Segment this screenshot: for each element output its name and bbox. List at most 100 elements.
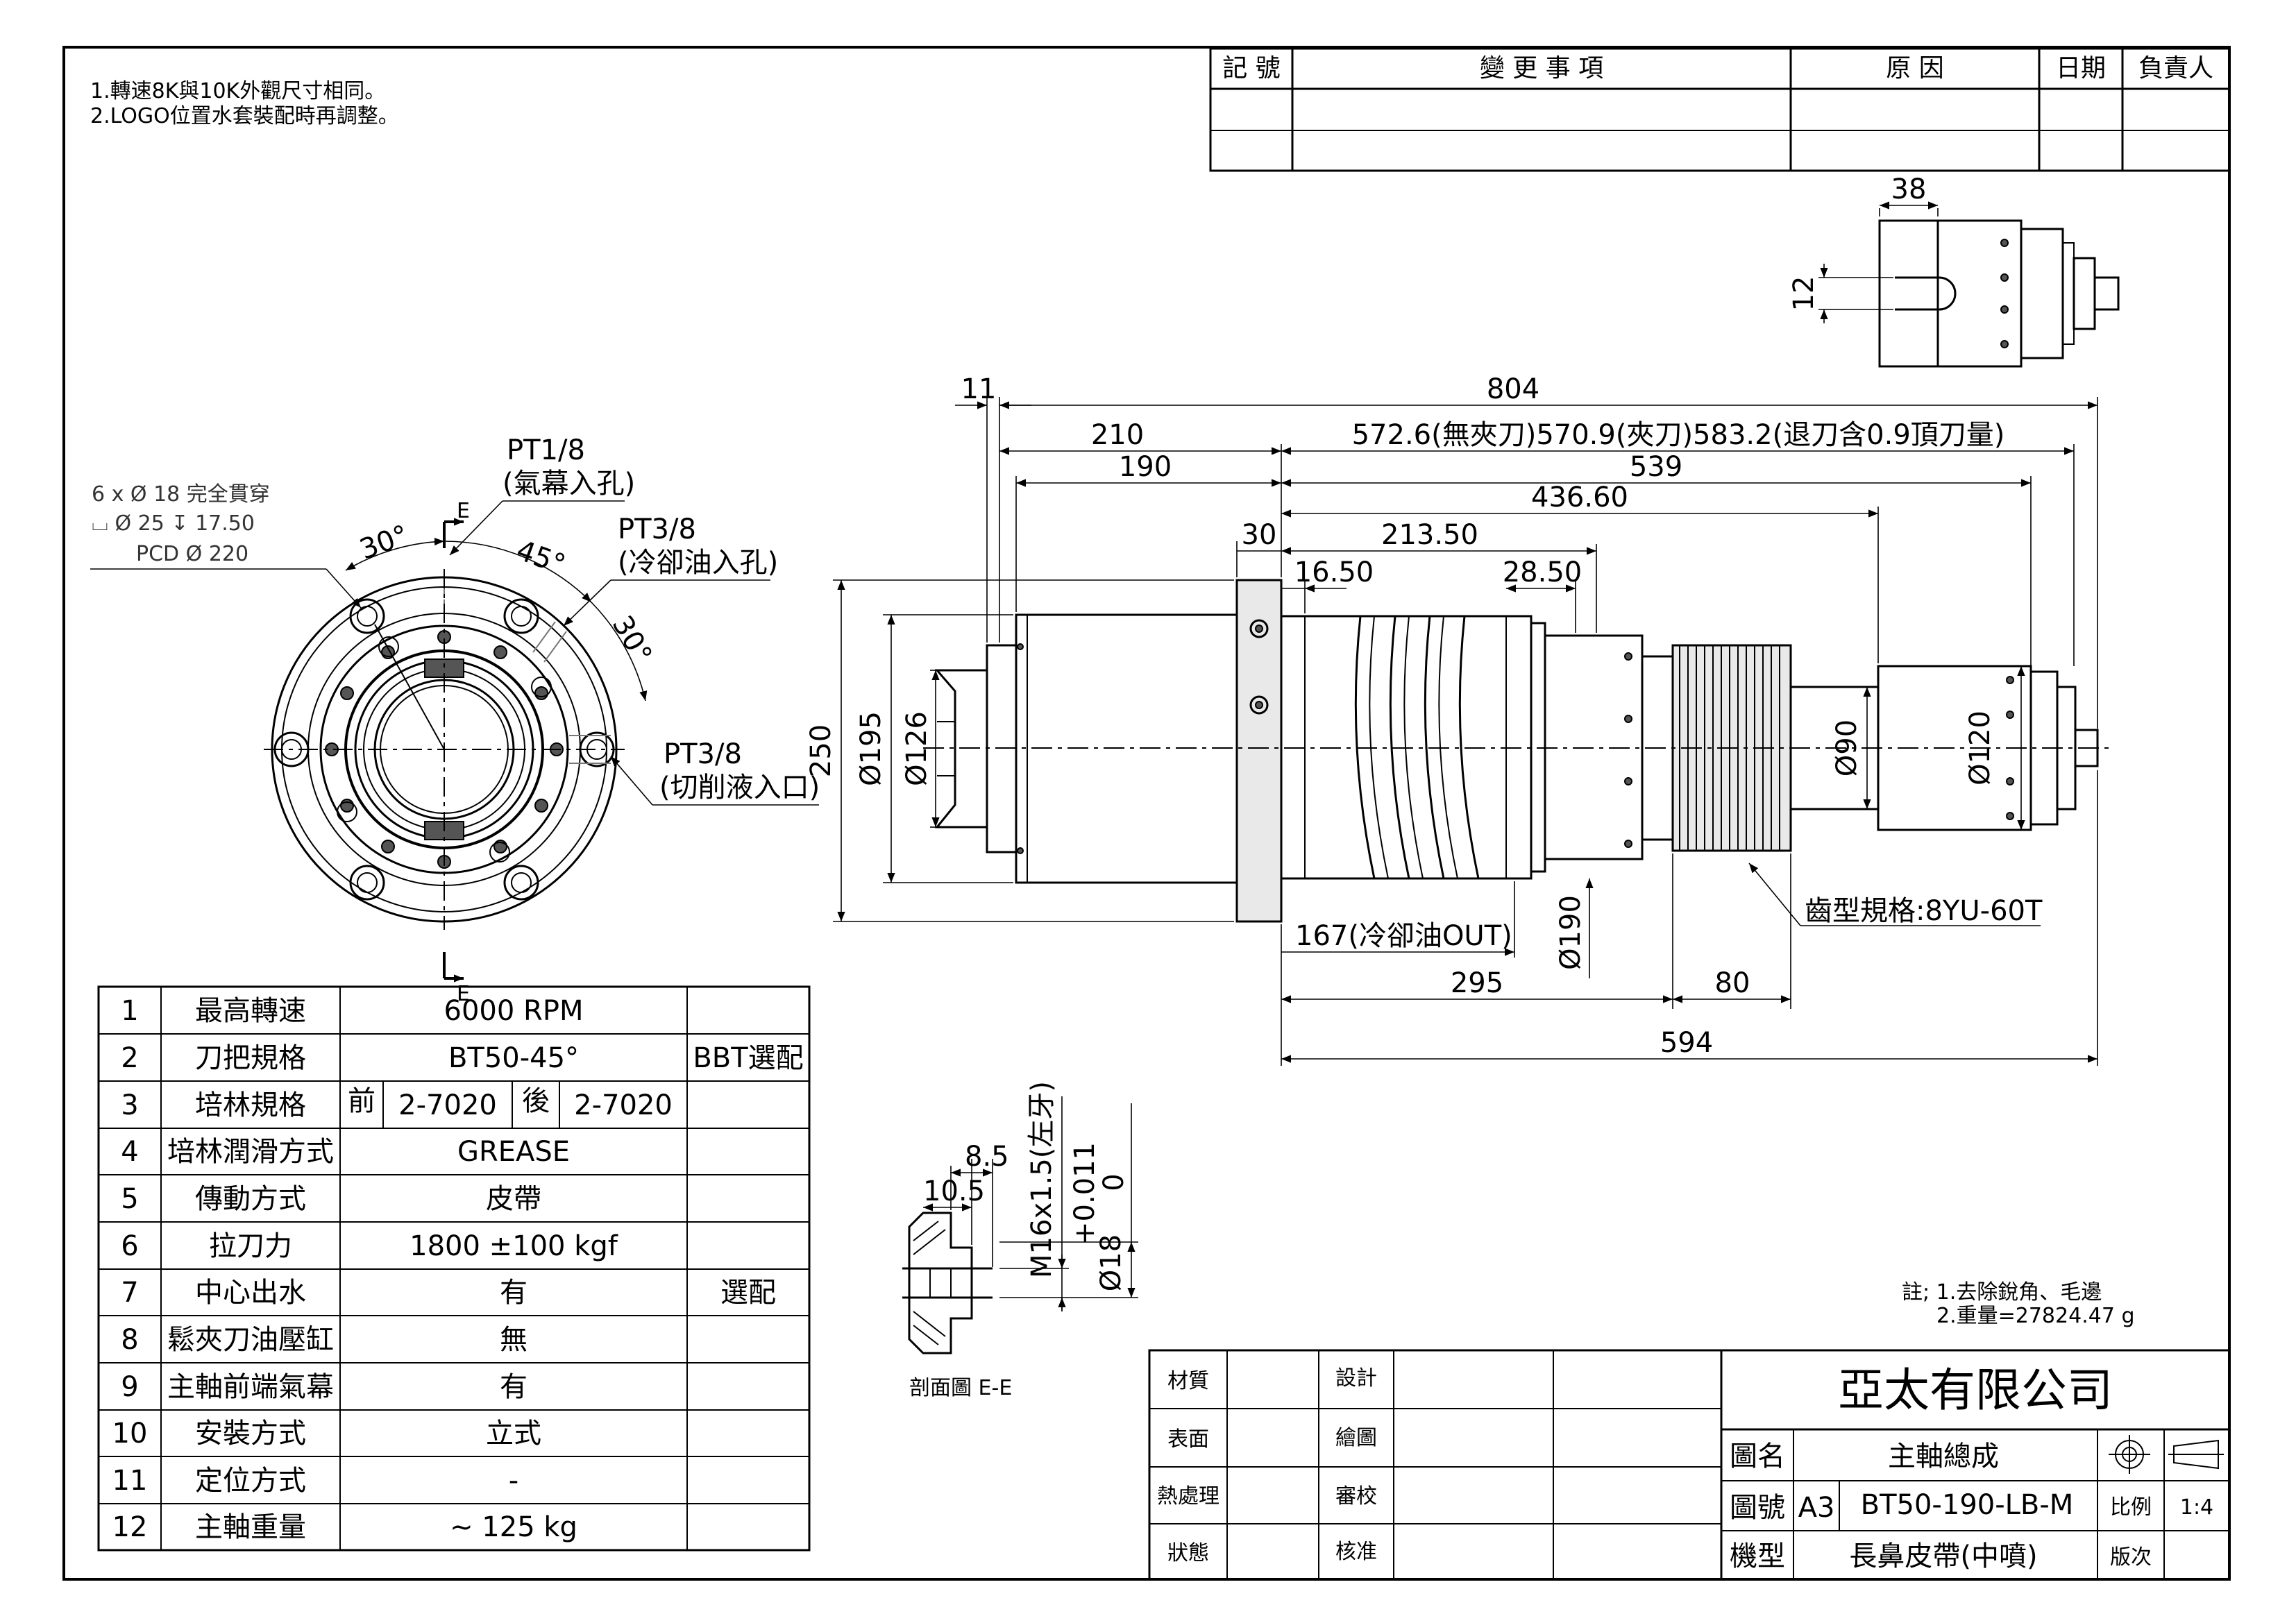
- holes-callout-2: ⌴ Ø 25 ↧ 17.50: [92, 511, 255, 536]
- section-caption: 剖面圖 E-E: [909, 1376, 1012, 1400]
- spec-row-6: 6 拉刀力 1800 ±100 kgf: [121, 1230, 618, 1262]
- drawing-border: [62, 46, 2231, 1581]
- spec-item: 傳動方式: [195, 1183, 306, 1215]
- dim-250: 250: [805, 724, 837, 777]
- dim-436-60: 436.60: [1531, 482, 1628, 513]
- mounting-holes: [273, 598, 615, 901]
- dim-phi-18: Ø18: [1095, 1234, 1127, 1291]
- spec-item: 鬆夾刀油壓缸: [167, 1324, 334, 1356]
- note-line-2: 2.LOGO位置水套裝配時再調整。: [90, 104, 399, 128]
- spec-row-5: 5 傳動方式 皮帶: [121, 1183, 541, 1215]
- dim-8-5: 8.5: [965, 1141, 1009, 1173]
- tolerance-bottom: 0: [1098, 1173, 1130, 1191]
- spec-no: 10: [112, 1418, 148, 1450]
- dim-594: 594: [1660, 1027, 1713, 1059]
- dim-11: 11: [961, 373, 997, 405]
- dim-phi-120: Ø120: [1964, 711, 1996, 785]
- spec-item: 主軸重量: [195, 1511, 306, 1543]
- notes-bottom: 註; 1.去除銳角、毛邊 2.重量=27824.47 g: [1902, 1280, 2134, 1328]
- spec-no: 6: [121, 1230, 138, 1262]
- front-view: E E 30° 45° 30° 6 x Ø 18 完全貫穿 ⌴ Ø 25 ↧ 1…: [90, 434, 820, 1006]
- tb-scale-value: 1:4: [2180, 1495, 2213, 1520]
- tb-version-label: 版次: [2110, 1545, 2152, 1570]
- spec-item: 刀把規格: [195, 1042, 306, 1074]
- spec-no: 9: [121, 1371, 138, 1403]
- tb-material: 材質: [1167, 1369, 1209, 1393]
- spec-value: 有: [500, 1277, 527, 1309]
- spec-value: GREASE: [457, 1136, 570, 1168]
- rev-header-date: 日期: [2056, 54, 2106, 83]
- spec-rear-value: 2-7020: [574, 1089, 673, 1121]
- spec-note: BBT選配: [693, 1042, 803, 1074]
- projection-symbol-icon: [2109, 1435, 2224, 1474]
- dim-80: 80: [1715, 967, 1750, 999]
- dim-phi-90: Ø90: [1831, 720, 1863, 776]
- pt38-cutting-desc: (切削液入口): [659, 772, 820, 804]
- spec-value: 皮帶: [486, 1183, 541, 1215]
- spec-row-8: 8 鬆夾刀油壓缸 無: [121, 1324, 527, 1356]
- tb-model-label: 機型: [1730, 1540, 1785, 1572]
- spec-no: 4: [121, 1136, 138, 1168]
- tb-surface: 表面: [1167, 1427, 1209, 1452]
- spec-item: 定位方式: [195, 1465, 306, 1497]
- tb-name-label: 圖名: [1730, 1441, 1785, 1472]
- spec-no: 11: [112, 1465, 148, 1497]
- company-name: 亞太有限公司: [1838, 1363, 2113, 1417]
- angle-45: 45°: [512, 534, 569, 581]
- revision-table: 記 號 變 更 事 項 原 因 日期 負責人: [1209, 47, 2231, 172]
- spec-row-4: 4 培林潤滑方式 GREASE: [121, 1136, 570, 1168]
- spec-item: 主軸前端氣幕: [167, 1371, 334, 1403]
- dim-167-coolant-out: 167(冷卻油OUT): [1295, 920, 1512, 952]
- spec-front-label: 前: [348, 1085, 375, 1117]
- dim-572: 572.6(無夾刀)570.9(夾刀)583.2(退刀含0.9頂刀量): [1352, 419, 2005, 451]
- spec-no: 5: [121, 1183, 138, 1215]
- spec-value: 有: [500, 1371, 527, 1403]
- spec-value: 無: [500, 1324, 527, 1356]
- tb-approve: 核准: [1335, 1540, 1377, 1564]
- spec-no: 12: [112, 1511, 148, 1543]
- dim-210: 210: [1091, 419, 1144, 451]
- spec-value: 立式: [486, 1418, 541, 1450]
- spec-row-2: 2 刀把規格 BT50-45° BBT選配: [121, 1042, 803, 1074]
- dim-phi-195: Ø195: [855, 711, 887, 786]
- dim-12: 12: [1788, 276, 1820, 312]
- spec-no: 8: [121, 1324, 138, 1356]
- holes-callout-1: 6 x Ø 18 完全貫穿: [92, 482, 270, 507]
- spec-item: 最高轉速: [195, 995, 306, 1027]
- spec-no: 7: [121, 1277, 138, 1309]
- note-weight: 2.重量=27824.47 g: [1936, 1304, 2134, 1328]
- notes-top: 1.轉速8K與10K外觀尺寸相同。 2.LOGO位置水套裝配時再調整。: [90, 79, 399, 128]
- spec-value: ~ 125 kg: [450, 1511, 577, 1543]
- tb-name-value: 主軸總成: [1888, 1441, 1999, 1472]
- pt38-coolant-desc: (冷卻油入孔): [618, 547, 778, 579]
- tb-model-value: 長鼻皮帶(中噴): [1849, 1540, 2037, 1572]
- dim-213-50: 213.50: [1381, 519, 1478, 551]
- spec-item: 培林規格: [195, 1089, 306, 1121]
- section-mark-bottom: E: [457, 982, 470, 1006]
- angle-30-right: 30°: [606, 611, 658, 669]
- tb-size: A3: [1798, 1492, 1835, 1524]
- spec-front-value: 2-7020: [398, 1089, 497, 1121]
- tb-no-value: BT50-190-LB-M: [1861, 1489, 2074, 1521]
- dim-10-5: 10.5: [923, 1175, 985, 1207]
- rev-header-change: 變 更 事 項: [1480, 54, 1603, 83]
- dim-phi-190: Ø190: [1555, 895, 1587, 970]
- spec-value: 6000 RPM: [444, 995, 584, 1027]
- section-view: 8.5 10.5 M16x1.5(左牙) Ø18 +0.011 0 剖面圖 E-…: [902, 1081, 1138, 1400]
- spec-value: BT50-45°: [448, 1042, 579, 1074]
- pt38-coolant-label: PT3/8: [618, 513, 696, 545]
- dim-30: 30: [1242, 519, 1277, 551]
- spec-value: -: [509, 1465, 518, 1497]
- dim-28-50: 28.50: [1503, 556, 1582, 588]
- dim-38: 38: [1891, 173, 1927, 205]
- side-view: 11 804 210 572.6(無夾刀)570.9(夾刀)583.2(退刀含0…: [805, 373, 2110, 1066]
- spec-item: 培林潤滑方式: [167, 1136, 334, 1168]
- spec-item: 中心出水: [195, 1277, 306, 1309]
- angle-30-left: 30°: [355, 519, 412, 566]
- spec-row-9: 9 主軸前端氣幕 有: [121, 1371, 527, 1403]
- gear-spec: 齒型規格:8YU-60T: [1805, 895, 2043, 927]
- section-mark-top: E: [457, 499, 470, 523]
- tb-state: 狀態: [1167, 1541, 1209, 1565]
- spec-no: 1: [121, 995, 138, 1027]
